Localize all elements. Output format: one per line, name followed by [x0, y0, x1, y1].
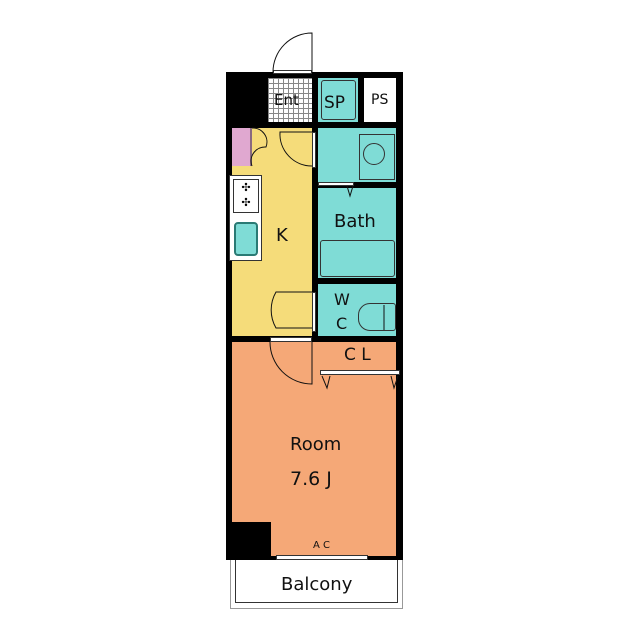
label-closet: C L	[344, 345, 371, 365]
toilet-icon	[358, 303, 396, 331]
label-sp: SP	[324, 93, 346, 113]
sink-icon	[234, 222, 258, 256]
entrance-area	[268, 78, 312, 122]
closet-door-fill	[312, 342, 318, 376]
wc-door[interactable]	[312, 292, 316, 332]
label-wc-w: W	[334, 290, 350, 309]
ps-area	[364, 78, 396, 122]
washroom-door[interactable]	[318, 182, 354, 186]
bathtub-icon	[320, 240, 395, 277]
kitchen-door[interactable]	[312, 132, 316, 168]
label-ps: PS	[371, 92, 389, 108]
room-door[interactable]	[270, 337, 312, 342]
label-bath: Bath	[334, 211, 376, 232]
balcony-inner	[235, 560, 398, 603]
closet-door-strip[interactable]	[320, 370, 400, 375]
sp-box	[321, 80, 356, 120]
label-entrance: Ent	[274, 91, 299, 109]
bath-area	[318, 188, 396, 278]
label-room-size: 7.6 J	[290, 468, 332, 490]
balcony-area	[230, 560, 403, 609]
room-pillar	[226, 522, 271, 560]
sp-area	[318, 78, 358, 122]
kitchen-closet	[232, 128, 252, 166]
label-balcony: Balcony	[281, 574, 353, 595]
balcony-window[interactable]	[276, 555, 368, 560]
wc-area	[318, 284, 396, 336]
label-ac: A C	[313, 540, 331, 551]
label-room: Room	[290, 434, 342, 455]
room-area	[232, 342, 396, 556]
label-wc-c: C	[336, 314, 348, 333]
washbasin-icon	[359, 134, 395, 180]
stove-icon: ✣✣	[233, 179, 259, 213]
label-kitchen: K	[276, 225, 288, 246]
washbasin-bowl	[363, 143, 385, 165]
